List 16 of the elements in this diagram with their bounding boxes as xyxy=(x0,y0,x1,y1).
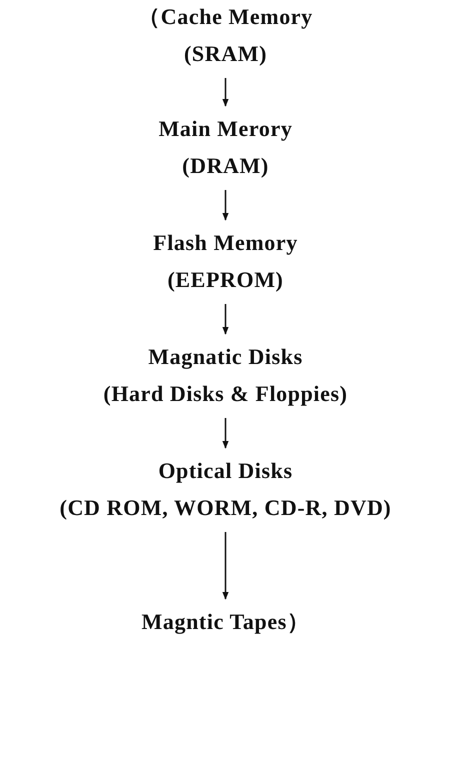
memory-type: (EEPROM) xyxy=(167,266,284,294)
memory-type: (SRAM) xyxy=(184,40,268,68)
memory-name: Optical Disks xyxy=(158,457,293,485)
memory-type: (DRAM) xyxy=(182,152,269,180)
arrow xyxy=(222,190,229,221)
arrow xyxy=(222,78,229,107)
memory-name: （Cache Memory xyxy=(138,3,313,31)
memory-name: Flash Memory xyxy=(153,229,298,257)
memory-name: Magntic Tapes） xyxy=(142,608,310,636)
arrow xyxy=(222,418,229,449)
memory-name: Magnatic Disks xyxy=(148,343,303,371)
memory-name: Main Merory xyxy=(158,115,292,143)
memory-type: (Hard Disks & Floppies) xyxy=(103,380,348,408)
memory-type: (CD ROM, WORM, CD-R, DVD) xyxy=(60,494,392,522)
arrow xyxy=(222,304,229,335)
arrow xyxy=(222,532,229,600)
